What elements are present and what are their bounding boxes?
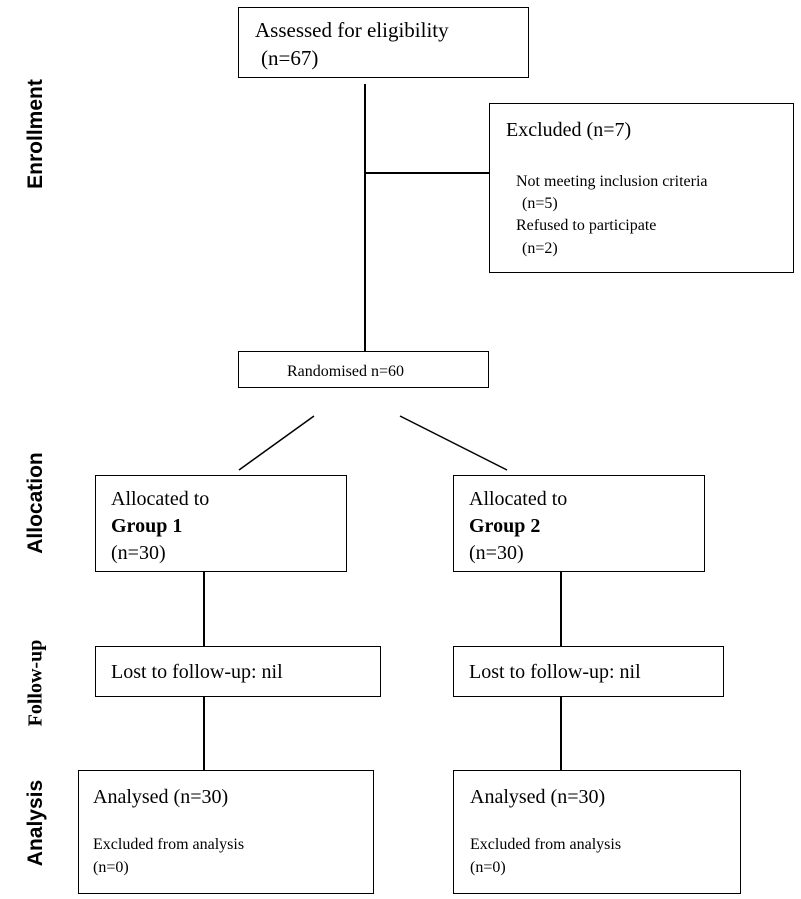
group1-lost-label: Lost to follow-up: nil xyxy=(111,661,283,683)
branch-left-line xyxy=(238,415,315,471)
group2-allocated-count: (n=30) xyxy=(469,542,524,564)
group2-allocated-label: Allocated to xyxy=(469,488,568,510)
group1-allocation-box: Allocated to Group 1 (n=30) xyxy=(95,475,347,572)
group1-name: Group 1 xyxy=(111,515,183,537)
group2-name: Group 2 xyxy=(469,515,541,537)
excluded-reason-inclusion: Not meeting inclusion criteria xyxy=(516,173,708,190)
group1-excluded-analysis-count: (n=0) xyxy=(93,859,129,876)
connector-group2-lost-to-analysed xyxy=(560,697,562,770)
connector-to-excluded xyxy=(364,172,489,174)
group1-excluded-analysis-label: Excluded from analysis xyxy=(93,836,245,853)
connector-group1-lost-to-analysed xyxy=(203,697,205,770)
assessed-count: (n=67) xyxy=(261,46,319,70)
group2-lost-label: Lost to follow-up: nil xyxy=(469,661,641,683)
connector-group1-to-lost xyxy=(203,572,205,646)
group1-allocated-count: (n=30) xyxy=(111,542,166,564)
group1-analysed-box: Analysed (n=30) Excluded from analysis (… xyxy=(78,770,374,894)
group2-excluded-analysis-count: (n=0) xyxy=(470,859,506,876)
branch-right-line xyxy=(399,415,508,471)
group2-analysed-box: Analysed (n=30) Excluded from analysis (… xyxy=(453,770,741,894)
excluded-reason-refused-count: (n=2) xyxy=(522,240,558,257)
randomised-label: Randomised n=60 xyxy=(287,363,405,380)
excluded-reason-refused: Refused to participate xyxy=(516,217,657,234)
excluded-box: Excluded (n=7) Not meeting inclusion cri… xyxy=(489,103,794,273)
group1-lost-box: Lost to follow-up: nil xyxy=(95,646,381,697)
group2-excluded-analysis-label: Excluded from analysis xyxy=(470,836,622,853)
group1-analysed-label: Analysed (n=30) xyxy=(93,786,229,808)
group2-lost-box: Lost to follow-up: nil xyxy=(453,646,724,697)
group2-allocation-box: Allocated to Group 2 (n=30) xyxy=(453,475,705,572)
assessed-box: Assessed for eligibility (n=67) xyxy=(238,7,529,78)
connector-group2-to-lost xyxy=(560,572,562,646)
randomised-box: Randomised n=60 xyxy=(238,351,489,388)
group2-analysed-label: Analysed (n=30) xyxy=(470,786,606,808)
connector-assessed-to-randomised xyxy=(364,84,366,351)
group1-allocated-label: Allocated to xyxy=(111,488,210,510)
excluded-title: Excluded (n=7) xyxy=(506,119,632,141)
excluded-reason-inclusion-count: (n=5) xyxy=(522,195,558,212)
assessed-label: Assessed for eligibility xyxy=(255,18,449,42)
